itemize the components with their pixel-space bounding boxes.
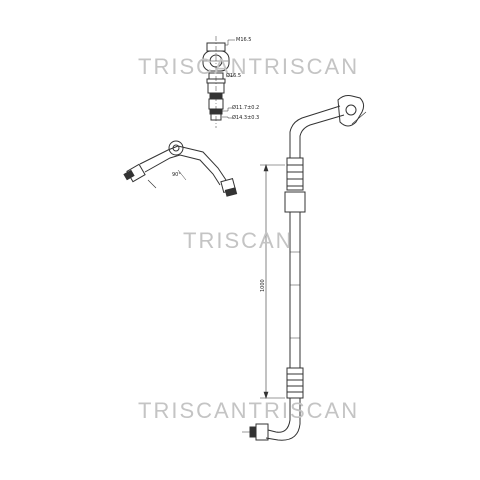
dim-washer-2: Ø14.3±0.3 — [232, 115, 260, 121]
banjo-fitting-detail — [202, 36, 235, 128]
watermark-middle: TRISCAN — [183, 228, 294, 253]
dim-bolt-eye: Ø16.5 — [226, 73, 242, 79]
length-dimension — [260, 164, 285, 399]
dim-bend-angle: 90° — [172, 172, 181, 178]
watermark-bottom: TRISCANTRISCAN — [138, 398, 360, 423]
dim-washer-1: Ø11.7±0.2 — [232, 105, 260, 111]
elbow-fitting-detail — [123, 140, 238, 197]
watermark-top: TRISCANTRISCAN — [138, 54, 360, 79]
main-pipe — [242, 95, 367, 441]
dim-bolt-head: M16.5 — [236, 37, 252, 43]
dim-pipe-length: 1000 — [260, 279, 266, 292]
